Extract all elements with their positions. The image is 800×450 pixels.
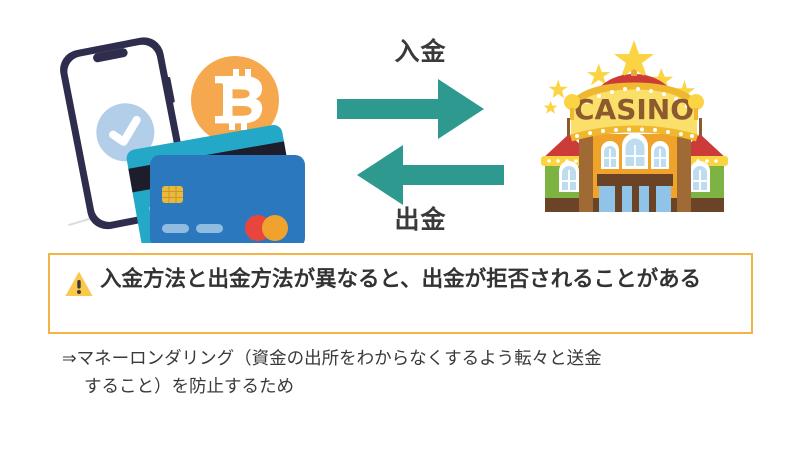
exchange-arrows-group: 入金 出金 xyxy=(318,32,523,247)
warning-callout-box: 入金方法と出金方法が異なると、出金が拒否されることがある xyxy=(48,253,753,334)
casino-main-building xyxy=(579,133,691,212)
card-chip-icon xyxy=(162,186,183,203)
casino-marquee-sign: CASINO xyxy=(567,82,701,142)
warning-triangle-icon xyxy=(65,271,93,296)
footnote-arrow-mark: ⇒ xyxy=(62,349,77,369)
casino-sign-text: CASINO xyxy=(574,93,694,126)
casino-top-star-icon xyxy=(618,46,650,76)
casino-finials xyxy=(564,94,704,120)
bidirectional-arrows-icon xyxy=(337,79,504,205)
blue-credit-card-icon xyxy=(150,155,305,248)
mastercard-logo-icon xyxy=(245,215,288,241)
footnote-explanation: ⇒マネーロンダリング（資金の出所をわからなくするよう転々と送金 すること）を防止… xyxy=(62,345,762,402)
withdrawal-label: 出金 xyxy=(394,205,447,234)
deposit-label: 入金 xyxy=(394,37,447,66)
footnote-line-1: マネーロンダリング（資金の出所をわからなくするよう転々と送金 xyxy=(76,349,602,369)
footnote-line-2: すること）を防止するため xyxy=(84,377,294,398)
warning-text: 入金方法と出金方法が異なると、出金が拒否されることがある xyxy=(100,267,702,292)
casino-upper-windows xyxy=(601,133,669,169)
bitcoin-coin-icon xyxy=(191,56,279,144)
payment-methods-illustration xyxy=(55,28,305,249)
illustration-row: 入金 出金 xyxy=(55,28,742,249)
casino-building-illustration: CASINO xyxy=(527,30,742,245)
